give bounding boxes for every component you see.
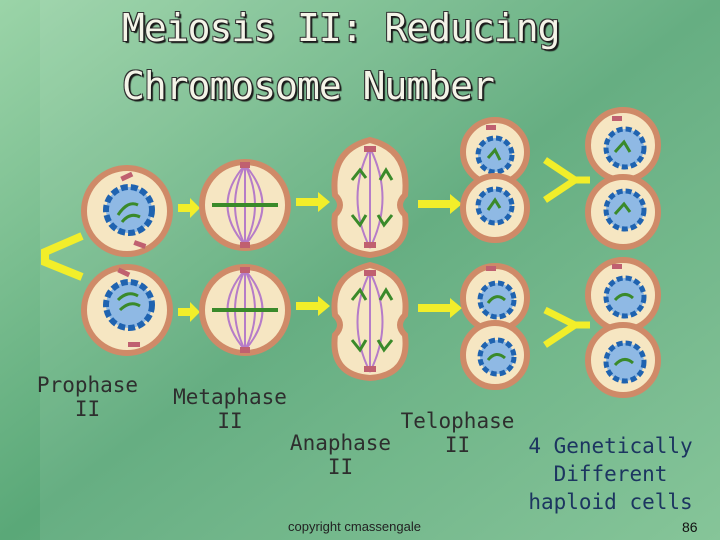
title-line-1: Meiosis II: Reducing: [122, 6, 561, 50]
prophase-cell-top: [81, 165, 173, 257]
metaphase-cell-top: [199, 159, 291, 251]
metaphase-cell-bottom: [199, 264, 291, 356]
haploid-cell-1: [585, 107, 661, 183]
telophase-cell-3: [460, 263, 530, 333]
title-line-2: Chromosome Number: [122, 64, 495, 108]
haploid-cell-2: [585, 174, 661, 250]
anaphase-cell-bottom: [331, 261, 409, 382]
telophase-cell-2: [460, 173, 530, 243]
slide-number: 86: [682, 519, 698, 535]
prophase-cell-bottom: [81, 264, 173, 356]
telophase-cell-4: [460, 320, 530, 390]
copyright-text: copyright cmassengale: [288, 519, 421, 534]
haploid-cell-4: [585, 322, 661, 398]
anaphase-cell-top: [331, 136, 409, 259]
telophase-cell-1: [460, 117, 530, 187]
haploid-cell-3: [585, 257, 661, 333]
